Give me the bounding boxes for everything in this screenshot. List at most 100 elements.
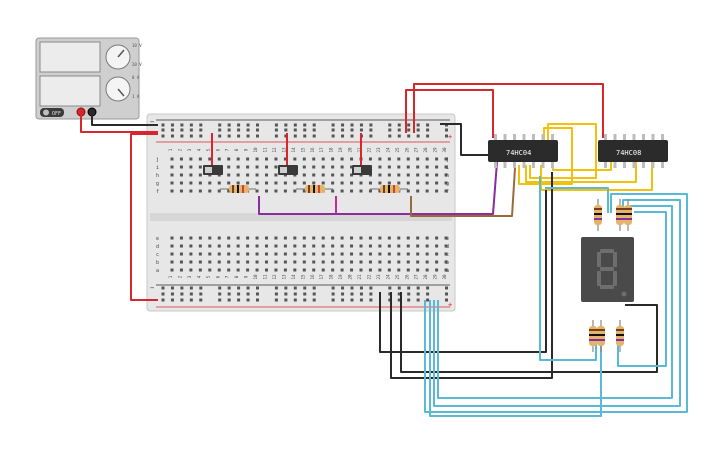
breadboard-hole[interactable] bbox=[283, 252, 287, 256]
breadboard-hole[interactable] bbox=[237, 128, 241, 132]
breadboard-hole[interactable] bbox=[407, 134, 411, 138]
breadboard-hole[interactable] bbox=[369, 286, 373, 290]
breadboard-hole[interactable] bbox=[444, 252, 448, 256]
breadboard-hole[interactable] bbox=[265, 252, 268, 256]
breadboard-hole[interactable] bbox=[293, 128, 297, 132]
breadboard-hole[interactable] bbox=[283, 157, 287, 161]
breadboard-hole[interactable] bbox=[340, 268, 344, 272]
breadboard-hole[interactable] bbox=[161, 128, 165, 132]
breadboard-hole[interactable] bbox=[331, 286, 335, 290]
breadboard-hole[interactable] bbox=[218, 298, 222, 302]
breadboard-hole[interactable] bbox=[444, 236, 448, 240]
power-supply[interactable]: 10 V 20 V 0 A 1 A OFF bbox=[35, 37, 142, 120]
breadboard-hole[interactable] bbox=[217, 157, 221, 161]
breadboard-hole[interactable] bbox=[274, 157, 278, 161]
breadboard-hole[interactable] bbox=[302, 165, 306, 169]
breadboard-hole[interactable] bbox=[350, 268, 354, 272]
breadboard-hole[interactable] bbox=[416, 252, 420, 256]
breadboard-hole[interactable] bbox=[236, 165, 240, 169]
breadboard-hole[interactable] bbox=[397, 244, 401, 248]
breadboard-hole[interactable] bbox=[331, 298, 335, 302]
breadboard-hole[interactable] bbox=[189, 189, 193, 193]
breadboard-hole[interactable] bbox=[350, 134, 354, 138]
breadboard-hole[interactable] bbox=[189, 157, 193, 161]
breadboard-hole[interactable] bbox=[435, 252, 439, 256]
chip-74hc08[interactable]: 74HC08 bbox=[598, 134, 668, 168]
breadboard-hole[interactable] bbox=[397, 236, 401, 240]
breadboard-hole[interactable] bbox=[416, 123, 420, 127]
breadboard-hole[interactable] bbox=[179, 260, 183, 264]
breadboard-hole[interactable] bbox=[312, 260, 316, 264]
breadboard-hole[interactable] bbox=[397, 268, 401, 272]
breadboard-hole[interactable] bbox=[189, 134, 193, 138]
breadboard-hole[interactable] bbox=[445, 298, 448, 302]
breadboard-hole[interactable] bbox=[397, 134, 401, 138]
breadboard-hole[interactable] bbox=[246, 157, 250, 161]
breadboard-hole[interactable] bbox=[246, 173, 250, 177]
breadboard-hole[interactable] bbox=[218, 292, 222, 296]
breadboard-hole[interactable] bbox=[407, 128, 411, 132]
breadboard-hole[interactable] bbox=[198, 236, 202, 240]
breadboard-hole[interactable] bbox=[378, 165, 382, 169]
breadboard-hole[interactable] bbox=[368, 260, 372, 264]
breadboard-hole[interactable] bbox=[407, 286, 411, 290]
breadboard-hole[interactable] bbox=[425, 236, 429, 240]
breadboard-hole[interactable] bbox=[444, 268, 448, 272]
breadboard-hole[interactable] bbox=[445, 128, 448, 132]
breadboard-hole[interactable] bbox=[199, 123, 203, 127]
breadboard-hole[interactable] bbox=[331, 244, 335, 248]
breadboard-hole[interactable] bbox=[256, 134, 259, 138]
breadboard-hole[interactable] bbox=[302, 244, 306, 248]
breadboard-hole[interactable] bbox=[179, 181, 183, 185]
breadboard-hole[interactable] bbox=[227, 181, 231, 185]
resistor[interactable] bbox=[370, 185, 408, 193]
breadboard-hole[interactable] bbox=[397, 260, 401, 264]
breadboard-hole[interactable] bbox=[312, 157, 316, 161]
breadboard-hole[interactable] bbox=[256, 123, 259, 127]
breadboard-hole[interactable] bbox=[302, 268, 306, 272]
breadboard-hole[interactable] bbox=[170, 298, 174, 302]
breadboard-hole[interactable] bbox=[179, 157, 183, 161]
breadboard-hole[interactable] bbox=[378, 181, 382, 185]
breadboard-hole[interactable] bbox=[312, 181, 316, 185]
breadboard-hole[interactable] bbox=[406, 165, 410, 169]
breadboard-hole[interactable] bbox=[303, 134, 307, 138]
breadboard-hole[interactable] bbox=[208, 189, 212, 193]
display-resistors[interactable] bbox=[589, 199, 632, 352]
breadboard-hole[interactable] bbox=[217, 252, 221, 256]
breadboard-hole[interactable] bbox=[312, 292, 316, 296]
breadboard-hole[interactable] bbox=[312, 286, 316, 290]
breadboard-hole[interactable] bbox=[426, 134, 430, 138]
breadboard-hole[interactable] bbox=[255, 236, 259, 240]
breadboard-hole[interactable] bbox=[359, 292, 363, 296]
breadboard-hole[interactable] bbox=[341, 134, 345, 138]
breadboard-hole[interactable] bbox=[161, 292, 165, 296]
breadboard-hole[interactable] bbox=[350, 236, 354, 240]
breadboard-hole[interactable] bbox=[341, 286, 345, 290]
breadboard-hole[interactable] bbox=[179, 189, 183, 193]
slide-switch[interactable] bbox=[203, 165, 223, 175]
breadboard-hole[interactable] bbox=[274, 189, 278, 193]
breadboard-hole[interactable] bbox=[331, 134, 335, 138]
breadboard-hole[interactable] bbox=[255, 260, 259, 264]
breadboard-hole[interactable] bbox=[274, 298, 278, 302]
breadboard-hole[interactable] bbox=[293, 286, 297, 290]
breadboard-hole[interactable] bbox=[397, 128, 401, 132]
breadboard-hole[interactable] bbox=[189, 292, 193, 296]
breadboard-hole[interactable] bbox=[312, 128, 316, 132]
breadboard-hole[interactable] bbox=[256, 286, 259, 290]
breadboard-hole[interactable] bbox=[397, 123, 401, 127]
breadboard-hole[interactable] bbox=[236, 181, 240, 185]
breadboard-hole[interactable] bbox=[397, 298, 401, 302]
breadboard-hole[interactable] bbox=[255, 157, 259, 161]
breadboard-hole[interactable] bbox=[444, 157, 448, 161]
breadboard-hole[interactable] bbox=[198, 268, 202, 272]
breadboard-hole[interactable] bbox=[331, 252, 335, 256]
breadboard-hole[interactable] bbox=[416, 165, 420, 169]
chip-74hc04[interactable]: 74HC04 bbox=[488, 134, 558, 168]
breadboard-hole[interactable] bbox=[387, 260, 391, 264]
breadboard-hole[interactable] bbox=[236, 244, 240, 248]
breadboard-hole[interactable] bbox=[331, 260, 335, 264]
breadboard-hole[interactable] bbox=[406, 252, 410, 256]
breadboard-hole[interactable] bbox=[227, 260, 231, 264]
